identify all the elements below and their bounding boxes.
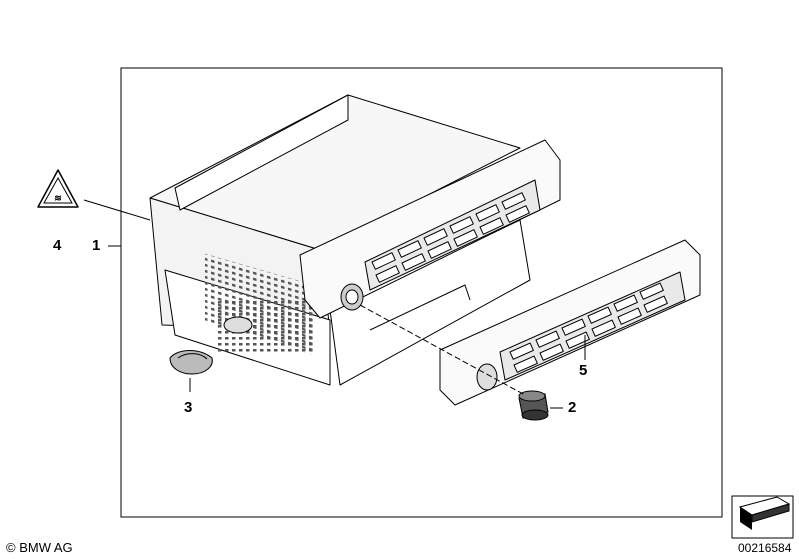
callout-1: 1 <box>92 237 101 254</box>
assembly-frame <box>120 67 723 518</box>
callout-5: 5 <box>579 362 588 379</box>
control-panel <box>439 239 701 406</box>
volume-knob <box>518 390 549 421</box>
warning-triangle-icon: ≋ <box>37 169 79 208</box>
diagram-number: 00216584 <box>738 541 792 555</box>
leader-lines <box>83 199 586 409</box>
svg-text:≋: ≋ <box>54 193 62 203</box>
slot-cover <box>169 350 213 375</box>
view-arrow-icon <box>731 495 794 539</box>
callout-2: 2 <box>568 399 577 416</box>
callout-3: 3 <box>184 399 193 416</box>
radio-head-unit <box>149 94 561 386</box>
callout-4: 4 <box>53 237 62 254</box>
copyright-text: © BMW AG <box>6 540 73 555</box>
